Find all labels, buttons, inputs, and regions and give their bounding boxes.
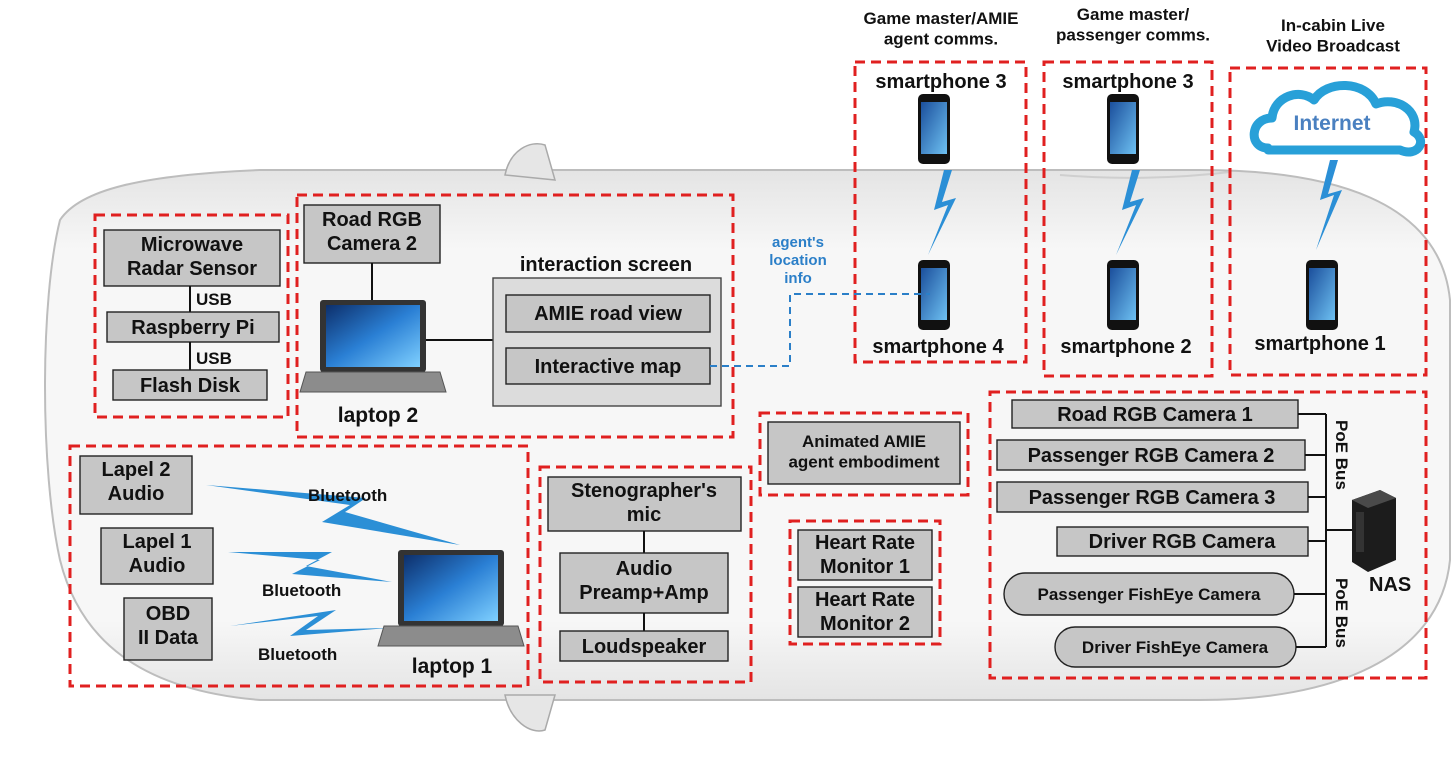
amie-road-view-label: AMIE road view [534, 303, 682, 325]
broadcast-group [1228, 66, 1428, 377]
svg-text:Game master/passenger comms.: Game master/passenger comms. [1056, 5, 1210, 44]
passenger-rgb-camera-2-box [996, 439, 1306, 471]
amie-comms-group [853, 60, 1028, 364]
nas-label: NAS [1369, 574, 1411, 596]
usb-label: USB [196, 290, 232, 309]
raspberry-pi-label: Raspberry Pi [131, 317, 254, 339]
smartphone-4-label: smartphone 4 [872, 336, 1004, 358]
smartphone-1-icon [1306, 260, 1338, 330]
flash-disk-box [112, 369, 268, 401]
audio-preamp-box [559, 552, 729, 614]
audio-group [538, 465, 753, 684]
smartphone-3a-label: smartphone 3 [875, 71, 1006, 93]
heart-rate-group [788, 519, 942, 646]
usb-label: USB [196, 349, 232, 368]
internet-cloud-icon: Internet [1249, 81, 1425, 157]
bluetooth-bolt-icon [228, 552, 392, 582]
flash-disk-label: Flash Disk [140, 375, 241, 397]
smartphone-1-label: smartphone 1 [1254, 333, 1385, 355]
raspberry-pi-box [106, 311, 280, 343]
bluetooth-bolt-icon [230, 610, 388, 636]
passenger-comms-group [1042, 60, 1214, 378]
heart-rate-2-box [797, 586, 933, 638]
radar-sensor-box [103, 229, 281, 287]
loudspeaker-box [559, 630, 729, 662]
lapel-2-audio-box [79, 455, 193, 515]
laptop-1-icon [377, 550, 525, 647]
smartphone-3a-icon [918, 94, 950, 164]
smartphone-2-label: smartphone 2 [1060, 336, 1191, 358]
embodiment-group [758, 411, 970, 497]
bluetooth-label: Bluetooth [258, 645, 337, 664]
laptop1-group [68, 444, 530, 688]
loudspeaker-label: Loudspeaker [582, 636, 707, 658]
driver-rgb-camera-box [1056, 526, 1309, 557]
poe-bus-label: PoE Bus [1332, 578, 1351, 648]
smartphone-3b-icon [1107, 94, 1139, 164]
passenger-rgb-camera-2-label: Passenger RGB Camera 2 [1028, 445, 1275, 467]
heart-rate-1-box [797, 529, 933, 581]
bluetooth-bolt-icon [206, 485, 460, 545]
driver-rgb-camera-label: Driver RGB Camera [1089, 531, 1277, 553]
laptop-2-label: laptop 2 [338, 404, 419, 427]
smartphone-2-icon [1107, 260, 1139, 330]
interactive-map-label: Interactive map [535, 356, 682, 378]
nas-icon [1352, 490, 1396, 572]
stenographer-mic-box [547, 476, 742, 532]
internet-label: Internet [1293, 112, 1370, 135]
radar-group [93, 213, 290, 419]
interactive-map-box [505, 347, 711, 385]
passenger-rgb-camera-3-box [996, 481, 1309, 513]
agent-location-link [710, 293, 930, 367]
wireless-bolt-icon [1316, 160, 1342, 250]
smartphone-4-icon [918, 260, 950, 330]
bluetooth-label: Bluetooth [262, 581, 341, 600]
laptop2-group [295, 193, 735, 439]
embodiment-box [767, 421, 961, 485]
interaction-screen-title: interaction screen [520, 254, 692, 276]
poe-bus-wiring [1294, 413, 1352, 648]
obd-ii-data-box [123, 597, 213, 661]
amie-road-view-box [505, 294, 711, 333]
passenger-rgb-camera-3-label: Passenger RGB Camera 3 [1029, 487, 1276, 509]
group-label-passenger-comms: Game master/passenger comms. [1056, 5, 1210, 44]
road-rgb-camera-1-label: Road RGB Camera 1 [1057, 404, 1253, 426]
laptop-1-label: laptop 1 [412, 655, 493, 678]
passenger-fisheye-camera-label: Passenger FishEye Camera [1037, 585, 1261, 604]
wireless-bolt-icon [928, 170, 956, 255]
nas-group [988, 390, 1428, 680]
driver-fisheye-camera-label: Driver FishEye Camera [1082, 638, 1269, 657]
wireless-bolt-icon [1116, 170, 1144, 255]
bluetooth-label: Bluetooth [308, 486, 387, 505]
poe-bus-label: PoE Bus [1332, 420, 1351, 490]
lapel-1-audio-box [100, 527, 214, 585]
smartphone-3b-label: smartphone 3 [1062, 71, 1193, 93]
laptop-2-icon [299, 300, 447, 393]
